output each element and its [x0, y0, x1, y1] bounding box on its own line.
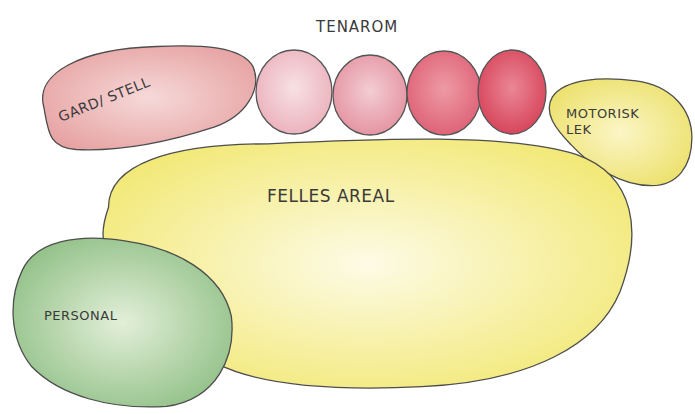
room-circle	[478, 50, 546, 134]
area-label: FELLES AREAL	[267, 186, 527, 207]
room-circle	[407, 51, 481, 135]
area-label: MOTORISK LEK	[566, 106, 662, 139]
room-circle	[333, 55, 407, 135]
group-heading: TENAROM	[316, 18, 398, 36]
bubble-area: PERSONAL	[4, 230, 236, 410]
room-circle	[256, 50, 332, 134]
area-label: PERSONAL	[44, 308, 174, 324]
bubble-outline	[4, 230, 236, 410]
bubble-area: GARD/ STELL	[30, 42, 260, 154]
bubble-outline	[30, 42, 260, 154]
